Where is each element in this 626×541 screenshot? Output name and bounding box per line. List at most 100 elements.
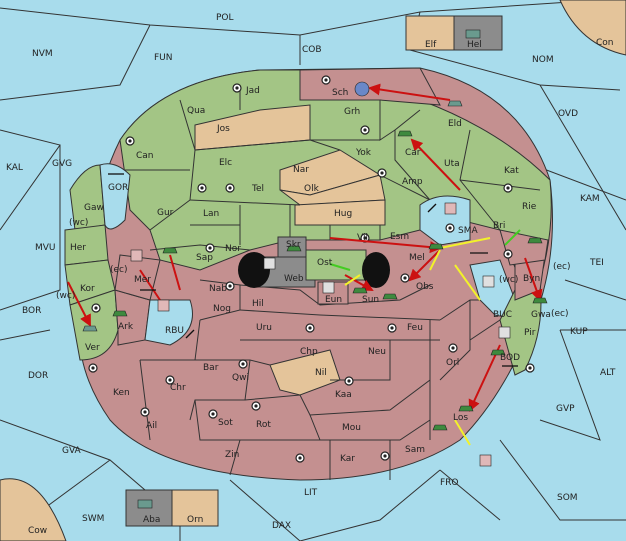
passages [108, 173, 518, 367]
label-Elc: Elc [219, 158, 232, 168]
label-Tel: Tel [251, 184, 264, 194]
impassable-east [362, 252, 390, 288]
units [82, 29, 548, 509]
label-BUC: BUC [493, 310, 512, 320]
label-Web: Web [284, 274, 304, 284]
label-Mer: Mer [134, 275, 151, 285]
label-ALT: ALT [600, 368, 616, 378]
label-wc2: (wc) [56, 291, 75, 301]
label-Chp: Chp [300, 347, 318, 357]
label-Zin: Zin [225, 450, 239, 460]
label-ec2: (ec) [553, 262, 571, 272]
label-KAM: KAM [580, 194, 600, 204]
label-Ken: Ken [113, 388, 130, 398]
label-Byn: Byn [523, 274, 540, 284]
label-BOD: BOD [500, 353, 520, 363]
label-GVA: GVA [62, 446, 82, 456]
label-LIT: LIT [304, 488, 318, 498]
label-Kar: Kar [340, 454, 355, 464]
label-FUN: FUN [154, 53, 173, 63]
label-Lan: Lan [203, 209, 219, 219]
label-RBU: RBU [165, 326, 184, 336]
label-Nil: Nil [315, 368, 327, 378]
label-Pir: Pir [524, 328, 536, 338]
sea-RBU[interactable] [144, 299, 193, 346]
label-OVD: OVD [558, 109, 578, 119]
label-Mou: Mou [342, 423, 361, 433]
impassable-west [238, 252, 270, 288]
label-Kaa: Kaa [335, 390, 352, 400]
zone-Olk[interactable] [279, 174, 386, 206]
label-Sch: Sch [332, 88, 348, 98]
label-NVM: NVM [32, 49, 53, 59]
label-Gwa: Gwa [531, 310, 551, 320]
label-Nab: Nab [209, 284, 227, 294]
label-Nar: Nar [293, 165, 309, 175]
label-TEI: TEI [589, 258, 604, 268]
label-Sam: Sam [405, 445, 425, 455]
zone-Orn[interactable] [171, 489, 219, 527]
label-Rie: Rie [522, 202, 537, 212]
label-Sap: Sap [196, 253, 213, 263]
label-Feu: Feu [407, 323, 423, 333]
label-DOR: DOR [28, 371, 48, 381]
label-Neu: Neu [368, 347, 386, 357]
label-Vil: Vil [357, 233, 368, 243]
zone-Elf[interactable] [405, 15, 455, 51]
label-Hil: Hil [252, 299, 264, 309]
label-Cow: Cow [28, 526, 47, 536]
label-Gaw: Gaw [84, 203, 104, 213]
label-Olk: Olk [304, 184, 320, 194]
label-Kat: Kat [504, 166, 519, 176]
label-Aba: Aba [143, 515, 160, 525]
label-Nog: Nog [213, 304, 231, 314]
label-Jos: Jos [216, 124, 230, 134]
label-Bri: Bri [493, 221, 505, 231]
label-GVG: GVG [52, 159, 72, 169]
label-KAL: KAL [6, 163, 23, 173]
label-Hel: Hel [467, 40, 482, 50]
label-Gur: Gur [157, 208, 174, 218]
label-Jad: Jad [245, 86, 260, 96]
label-Sun: Sun [362, 295, 379, 305]
label-COB: COB [302, 45, 322, 55]
label-SWM: SWM [82, 514, 104, 524]
label-Esm: Esm [390, 232, 409, 242]
label-Con: Con [596, 38, 614, 48]
zone-Sch[interactable] [299, 67, 441, 106]
label-ec1: (ec) [110, 265, 128, 275]
label-Car: Car [405, 148, 421, 158]
label-BOR: BOR [22, 306, 41, 316]
label-FRO: FRO [440, 478, 459, 488]
supply-centers [88, 75, 535, 463]
label-Orn: Orn [187, 515, 203, 525]
label-Los: Los [453, 413, 468, 423]
label-SOM: SOM [557, 493, 578, 503]
label-Can: Can [136, 151, 154, 161]
label-Ail: Ail [146, 421, 157, 431]
label-MVU: MVU [35, 243, 56, 253]
label-wc1: (wc) [69, 218, 88, 228]
label-Eun: Eun [325, 295, 342, 305]
label-Nor: Nor [225, 244, 241, 254]
label-Uta: Uta [444, 159, 460, 169]
label-Uru: Uru [256, 323, 272, 333]
label-Mel: Mel [409, 253, 425, 263]
label-Eld: Eld [448, 119, 462, 129]
zone-Hug[interactable] [294, 199, 386, 226]
sea-GOR[interactable] [99, 163, 131, 230]
label-Her: Her [70, 243, 86, 253]
label-Ver: Ver [85, 343, 100, 353]
zone-Nil[interactable] [269, 349, 341, 396]
label-Hug: Hug [334, 209, 352, 219]
label-Ark: Ark [118, 322, 134, 332]
label-GVP: GVP [556, 404, 575, 414]
label-Rot: Rot [256, 420, 271, 430]
label-NOM: NOM [532, 55, 554, 65]
label-SMA: SMA [458, 226, 478, 236]
label-DAX: DAX [272, 521, 291, 531]
label-Elf: Elf [425, 40, 437, 50]
label-Bar: Bar [203, 363, 219, 373]
label-Obs: Obs [416, 282, 434, 292]
